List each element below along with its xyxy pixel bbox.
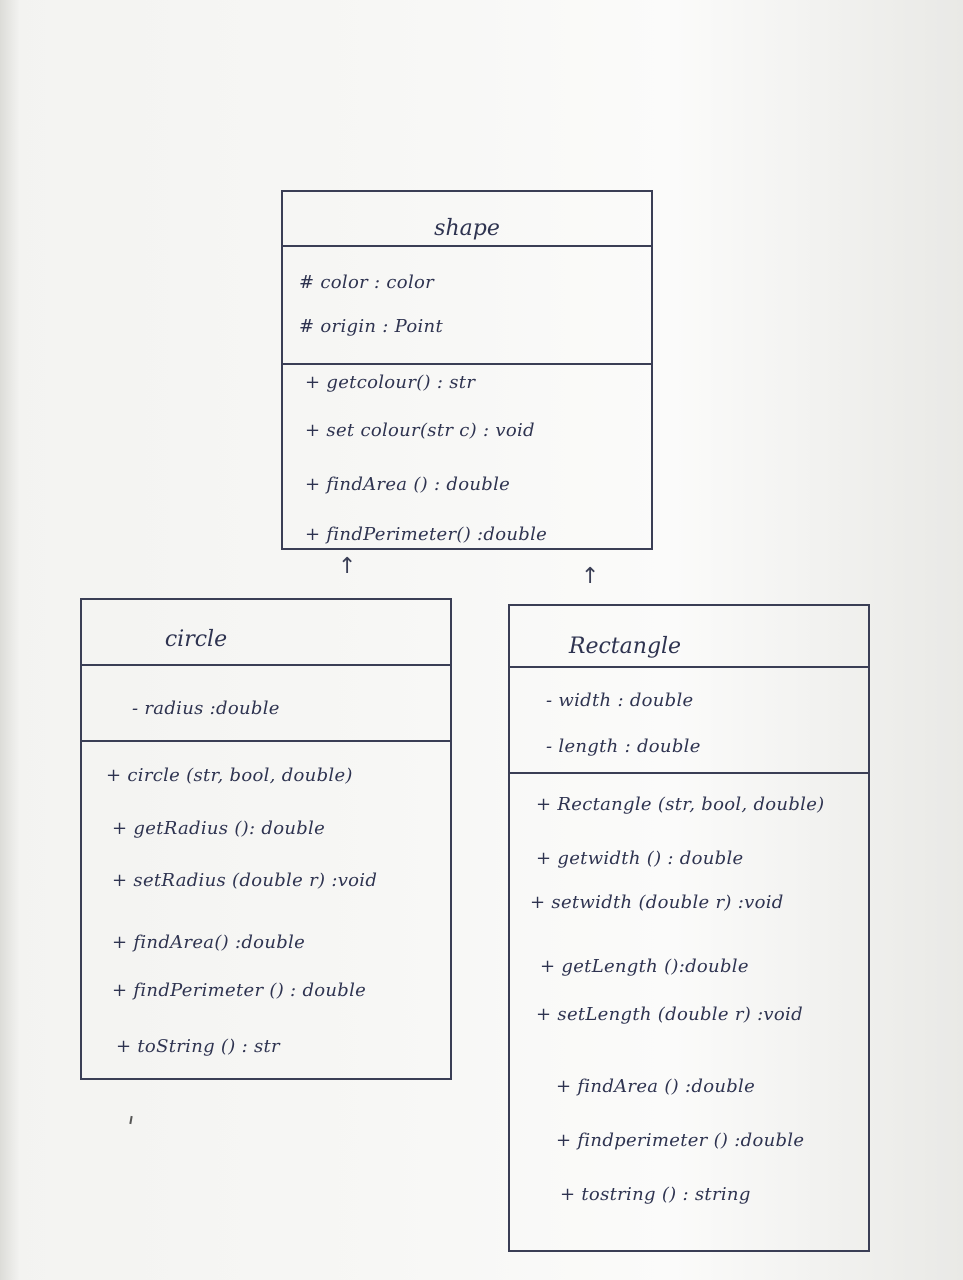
divider <box>82 664 450 666</box>
method: + set colour(str c) : void <box>305 420 535 441</box>
divider <box>510 772 868 774</box>
inheritance-arrow-rectangle: ↑ <box>581 564 600 589</box>
pen-mark <box>129 1115 133 1125</box>
paper-edge <box>0 0 20 1280</box>
method: + Rectangle (str, bool, double) <box>536 794 825 815</box>
attribute: - length : double <box>546 736 701 757</box>
method: + getLength ():double <box>540 956 749 977</box>
attribute: # origin : Point <box>299 316 443 337</box>
class-name-circle: circle <box>164 627 228 652</box>
method: + findPerimeter() :double <box>305 524 548 545</box>
class-name-rectangle: Rectangle <box>568 634 682 659</box>
divider <box>283 245 651 247</box>
method: + getRadius (): double <box>112 818 326 839</box>
method: + setLength (double r) :void <box>536 1004 803 1025</box>
method: + findPerimeter () : double <box>112 980 367 1001</box>
class-box-rectangle: Rectangle - width : double - length : do… <box>508 604 870 1252</box>
divider <box>283 363 651 365</box>
method: + circle (str, bool, double) <box>106 765 353 786</box>
method: + getcolour() : str <box>305 372 476 393</box>
class-name-shape: shape <box>434 216 500 241</box>
divider <box>510 666 868 668</box>
class-box-circle: circle - radius :double + circle (str, b… <box>80 598 452 1080</box>
method: + tostring () : string <box>560 1184 751 1205</box>
attribute: - radius :double <box>132 698 280 719</box>
method: + setRadius (double r) :void <box>112 870 378 891</box>
method: + findArea () :double <box>556 1076 756 1097</box>
attribute: # color : color <box>299 272 435 293</box>
attribute: - width : double <box>546 690 694 711</box>
inheritance-arrow-circle: ↑ <box>338 554 357 579</box>
divider <box>82 740 450 742</box>
method: + toString () : str <box>116 1036 280 1057</box>
class-box-shape: shape # color : color # origin : Point +… <box>281 190 653 550</box>
method: + findperimeter () :double <box>556 1130 805 1151</box>
method: + findArea() :double <box>112 932 306 953</box>
method: + setwidth (double r) :void <box>530 892 784 913</box>
method: + getwidth () : double <box>536 848 744 869</box>
method: + findArea () : double <box>305 474 511 495</box>
